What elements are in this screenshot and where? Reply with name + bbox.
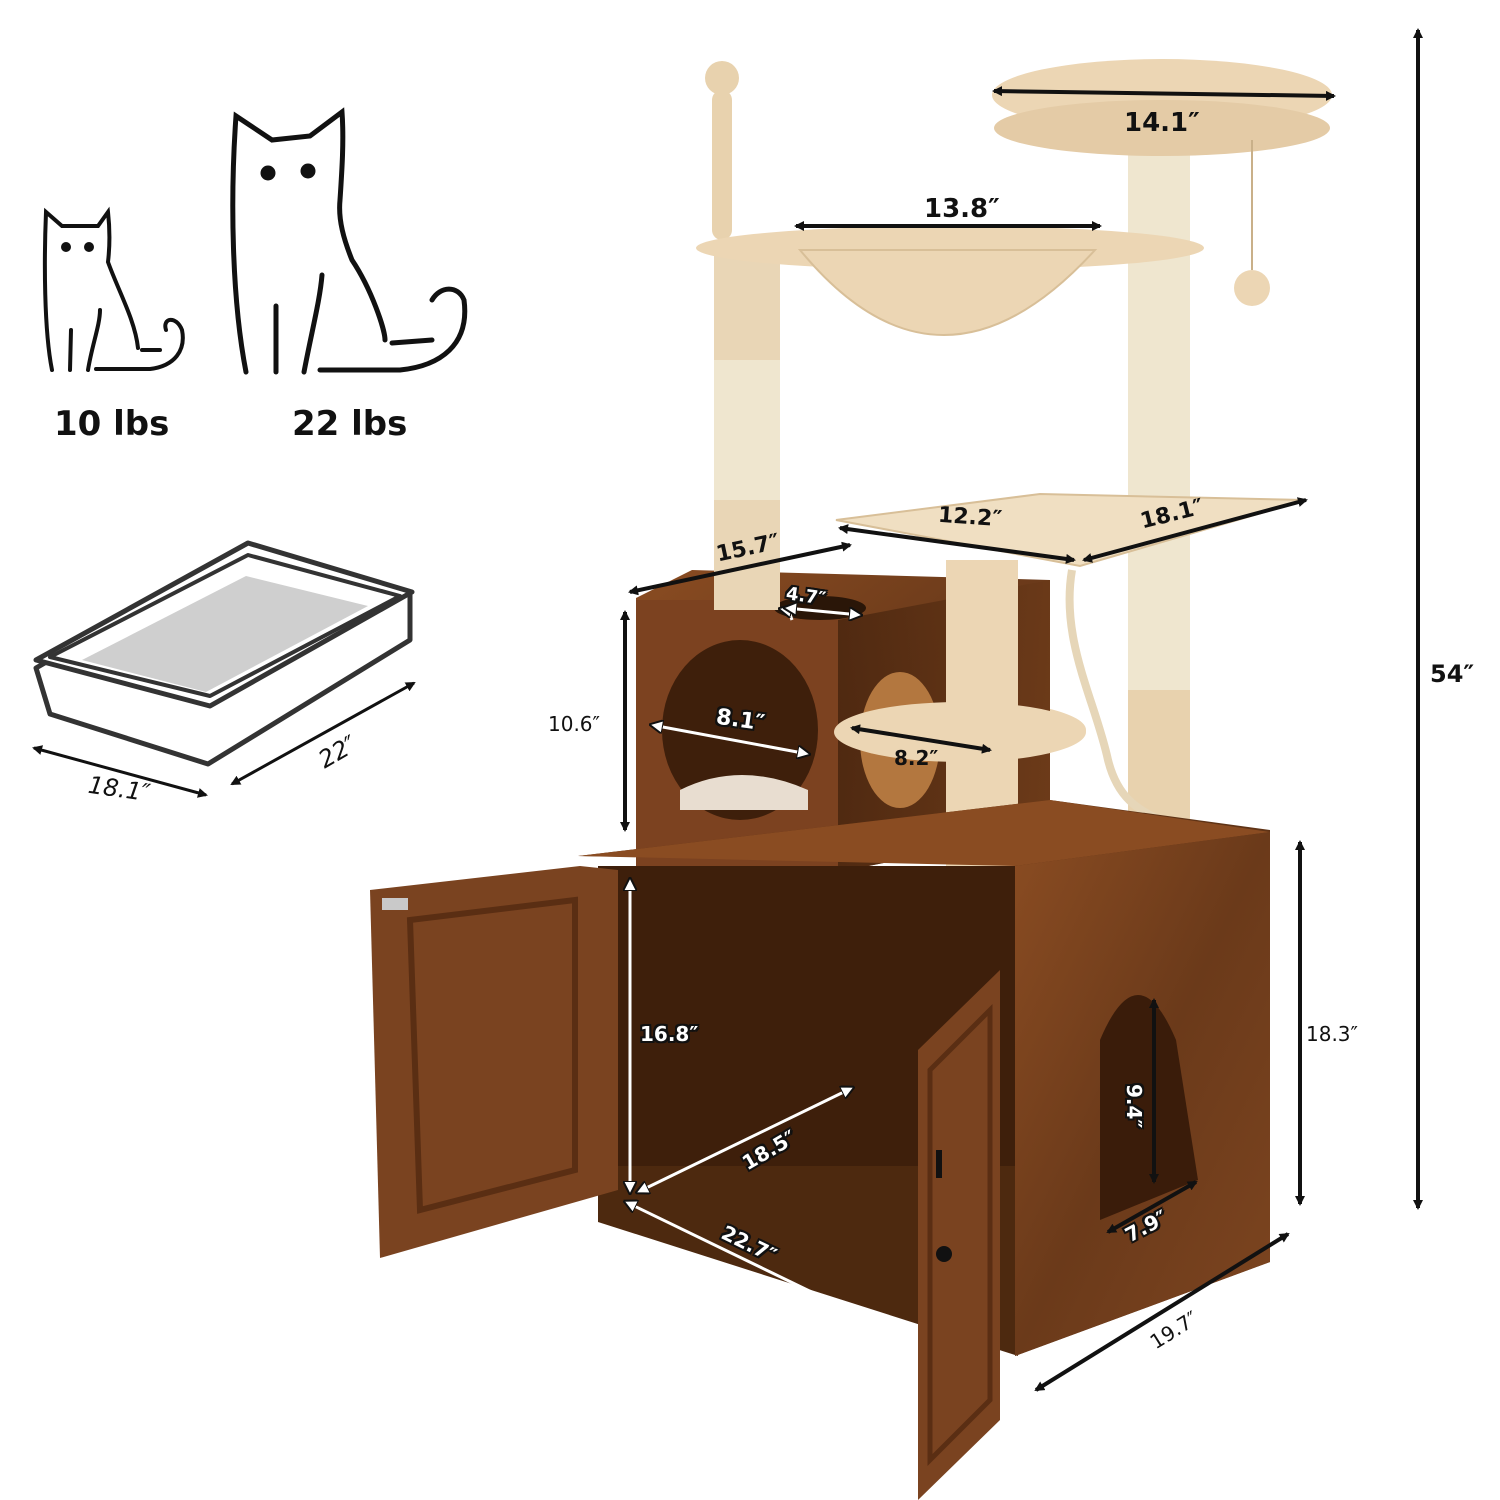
cabinet-inner-height-dimension: 16.8″ <box>640 1022 699 1046</box>
side-entrance-height-dimension: 9.4″ <box>1122 1084 1146 1129</box>
hammock-dimension: 13.8″ <box>924 194 1000 224</box>
top-perch-dimension: 14.1″ <box>1124 108 1200 138</box>
cat-tree-illustration <box>370 59 1332 1500</box>
small-cat-icon <box>42 206 185 372</box>
total-height-dimension: 54″ <box>1430 660 1475 688</box>
condo-height-dimension: 10.6″ <box>548 712 601 736</box>
platform-depth-dimension: 12.2″ <box>937 502 1003 533</box>
large-cat-weight-label: 22 lbs <box>292 404 408 444</box>
large-cat-icon <box>230 107 468 375</box>
cabinet-height-dimension: 18.3″ <box>1306 1022 1359 1046</box>
dimension-arrows-white <box>626 250 860 1302</box>
litter-box-icon <box>32 540 416 798</box>
dimension-arrows <box>620 28 1423 1392</box>
step-perch-dimension: 8.2″ <box>894 746 939 770</box>
small-cat-weight-label: 10 lbs <box>54 404 170 444</box>
